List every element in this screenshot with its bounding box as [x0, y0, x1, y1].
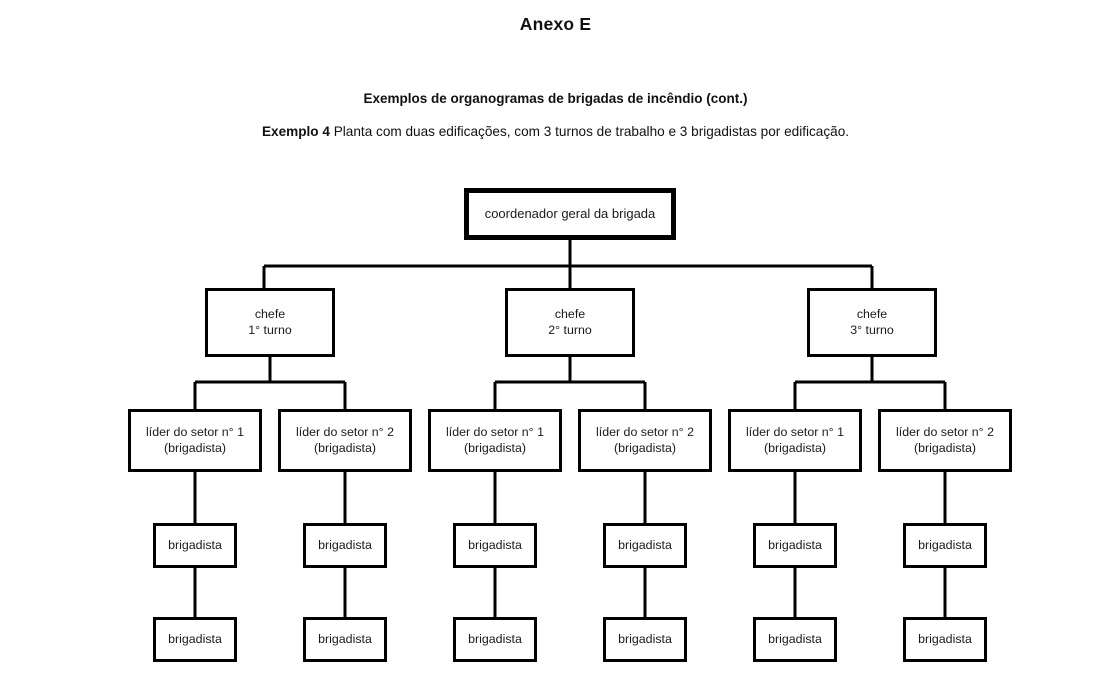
node-lider-setor-1-turno-1[interactable]: líder do setor n° 1 (brigadista) — [128, 409, 262, 472]
node-label: coordenador geral da brigada — [484, 205, 656, 221]
node-label: brigadista — [768, 631, 822, 646]
node-label: brigadista — [168, 631, 222, 646]
node-label: brigadista — [468, 631, 522, 646]
node-brigadista-col4-row2[interactable]: brigadista — [603, 617, 687, 662]
section-subtitle: Exemplos de organogramas de brigadas de … — [363, 91, 748, 106]
node-chefe-1-turno[interactable]: chefe 1° turno — [205, 288, 335, 357]
node-label-line2: (brigadista) — [314, 440, 376, 455]
node-label: brigadista — [918, 537, 972, 552]
node-label: brigadista — [318, 537, 372, 552]
node-brigadista-col3-row2[interactable]: brigadista — [453, 617, 537, 662]
node-label: brigadista — [618, 631, 672, 646]
node-lider-setor-1-turno-2[interactable]: líder do setor n° 1 (brigadista) — [428, 409, 562, 472]
node-label-line2: 1° turno — [248, 322, 292, 337]
example-label: Exemplo 4 — [261, 124, 330, 139]
node-label-line1: líder do setor n° 1 — [146, 424, 244, 439]
node-brigadista-col1-row1[interactable]: brigadista — [153, 523, 237, 568]
node-lider-setor-2-turno-2[interactable]: líder do setor n° 2 (brigadista) — [578, 409, 712, 472]
node-coordenador-geral[interactable]: coordenador geral da brigada — [464, 188, 676, 240]
node-label: brigadista — [918, 631, 972, 646]
node-label: brigadista — [618, 537, 672, 552]
example-description: Planta com duas edificações, com 3 turno… — [329, 124, 850, 139]
example-caption: Exemplo 4 Planta com duas edificações, c… — [0, 124, 1111, 139]
node-label-line1: chefe — [554, 306, 586, 321]
node-brigadista-col1-row2[interactable]: brigadista — [153, 617, 237, 662]
node-label-line2: (brigadista) — [464, 440, 526, 455]
node-label-line1: chefe — [856, 306, 888, 321]
node-chefe-3-turno[interactable]: chefe 3° turno — [807, 288, 937, 357]
node-label: brigadista — [768, 537, 822, 552]
node-label: brigadista — [318, 631, 372, 646]
node-brigadista-col6-row2[interactable]: brigadista — [903, 617, 987, 662]
node-chefe-2-turno[interactable]: chefe 2° turno — [505, 288, 635, 357]
node-label-line2: 3° turno — [850, 322, 894, 337]
node-brigadista-col5-row1[interactable]: brigadista — [753, 523, 837, 568]
node-lider-setor-2-turno-3[interactable]: líder do setor n° 2 (brigadista) — [878, 409, 1012, 472]
node-label-line1: líder do setor n° 2 — [596, 424, 694, 439]
node-brigadista-col4-row1[interactable]: brigadista — [603, 523, 687, 568]
page-title: Anexo E — [519, 14, 592, 34]
node-label-line1: líder do setor n° 2 — [296, 424, 394, 439]
node-label-line1: líder do setor n° 2 — [896, 424, 994, 439]
node-brigadista-col2-row2[interactable]: brigadista — [303, 617, 387, 662]
node-brigadista-col2-row1[interactable]: brigadista — [303, 523, 387, 568]
node-lider-setor-2-turno-1[interactable]: líder do setor n° 2 (brigadista) — [278, 409, 412, 472]
node-label-line1: líder do setor n° 1 — [446, 424, 544, 439]
node-label: brigadista — [168, 537, 222, 552]
node-brigadista-col5-row2[interactable]: brigadista — [753, 617, 837, 662]
node-lider-setor-1-turno-3[interactable]: líder do setor n° 1 (brigadista) — [728, 409, 862, 472]
node-label: brigadista — [468, 537, 522, 552]
node-brigadista-col6-row1[interactable]: brigadista — [903, 523, 987, 568]
node-label-line1: líder do setor n° 1 — [746, 424, 844, 439]
node-label-line2: (brigadista) — [164, 440, 226, 455]
node-label-line2: (brigadista) — [764, 440, 826, 455]
node-label-line1: chefe — [254, 306, 286, 321]
node-label-line2: (brigadista) — [614, 440, 676, 455]
node-brigadista-col3-row1[interactable]: brigadista — [453, 523, 537, 568]
node-label-line2: 2° turno — [548, 322, 592, 337]
node-label-line2: (brigadista) — [914, 440, 976, 455]
